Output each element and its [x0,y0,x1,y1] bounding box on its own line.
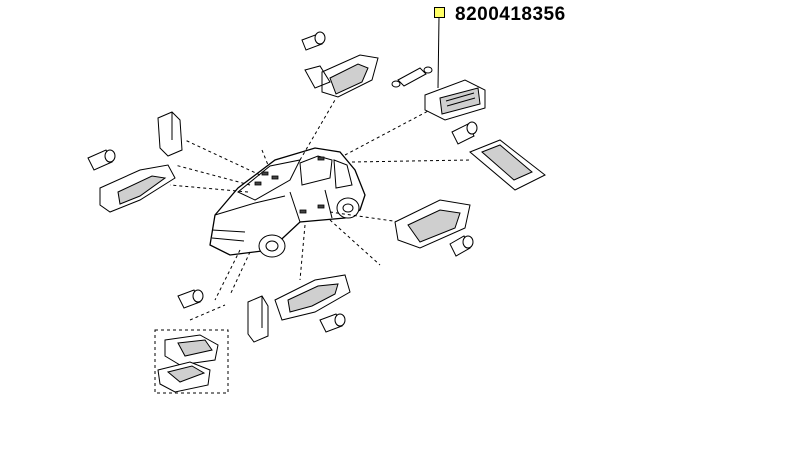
car-illustration [209,147,366,258]
licence-plate-lamp-set [154,289,229,394]
door-lamp-right [394,199,474,257]
highlighted-lamp-unit [391,66,486,121]
interior-lamp-right [451,121,546,191]
leader-line-bottom [189,304,226,321]
side-repeater-lamp-top [301,31,379,98]
side-repeater-lamp-left [87,149,176,213]
connector-plug [157,111,183,157]
part-marker-icon [434,7,445,18]
leader-lines [169,99,471,301]
part-number-label: 8200418356 [455,4,566,25]
door-lamp-bottom [274,274,351,333]
connector-plug-bottom [247,295,269,343]
marker-leader-line [437,16,440,89]
